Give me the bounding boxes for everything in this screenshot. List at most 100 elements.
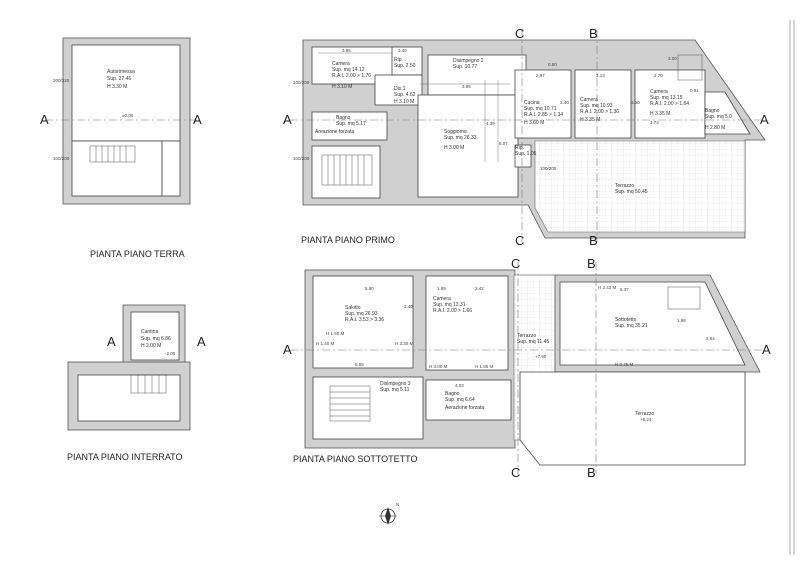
room-stair-hall <box>71 140 163 197</box>
room-bagno <box>311 111 388 141</box>
plan-label: Sup. 1.05 <box>515 151 537 157</box>
plan-label: Sup. 4.62 <box>394 92 416 98</box>
plan-label: Sup. mq 5.11 <box>380 387 410 393</box>
plan-label: 4.39 <box>486 121 495 126</box>
plan-label: Sup. mq 50.45 <box>615 189 648 195</box>
room-area: Sup. mq 6.86 <box>141 336 171 342</box>
plan-label: 5.90 <box>365 286 374 291</box>
plan-label: Sup. mq 5.17 <box>336 121 366 127</box>
room-soggiorno <box>417 94 519 198</box>
room-passage <box>161 140 181 197</box>
room-rip <box>391 46 423 76</box>
plan-label: 6.37 <box>620 287 629 292</box>
stair-icon <box>130 374 167 394</box>
plan-label: Sup. mq 11.45 <box>517 339 549 345</box>
plan-label: Bagno <box>336 115 351 121</box>
plan-label: Sottotetto <box>615 317 637 323</box>
plan-label: Aerazione forzata <box>445 405 484 411</box>
plan-label: 3.95 <box>342 48 351 53</box>
plan-label: H 3.35 M <box>580 117 600 123</box>
room-dis1 <box>374 74 423 106</box>
plan-label: Camera <box>433 296 451 302</box>
plan-label: 3.40 <box>560 100 569 105</box>
plan-label: B <box>587 256 596 271</box>
plan-label: 6.07 <box>499 141 508 146</box>
plan-label: C <box>511 256 520 271</box>
room-area: Sup. 27.46 <box>107 76 131 82</box>
plan-graphic <box>667 286 701 310</box>
plan-label: 5.55 <box>355 362 364 367</box>
plan-label: A <box>283 342 292 357</box>
plan-label: H 1.40 M <box>316 341 335 346</box>
plan-label: Sup. mq 6.64 <box>445 397 475 403</box>
plan-piano-interrato: Cantina Sup. mq 6.86 H 2.00 M -2.00 A A … <box>67 304 206 462</box>
plan-title: PIANTA PIANO PRIMO <box>301 235 395 245</box>
terrace-tiles <box>534 140 746 233</box>
plan-piano-terra: Autorimessa Sup. 27.46 H 3.30 M ±0.00 20… <box>40 37 202 259</box>
plan-label: Bagno <box>705 108 720 114</box>
plan-label: Terrazzo <box>635 411 654 417</box>
plan-label: Terrazzo <box>615 183 634 189</box>
plan-label: Sup. 10.77 <box>453 64 477 70</box>
plan-label: 2.97 <box>536 73 545 78</box>
room-terrazzo <box>519 371 746 466</box>
plan-label: R.A.I. 2.00 > 1.66 <box>433 308 472 314</box>
plan-label: H 3.10 M <box>332 84 352 90</box>
plan-label: 2.70 <box>654 73 663 78</box>
plan-label: Sup. mq 14.12 <box>332 67 365 73</box>
plan-graphic <box>130 374 167 394</box>
plan-label: Camera <box>650 89 668 95</box>
room-camera-3 <box>634 69 706 139</box>
plan-graphic <box>89 145 136 163</box>
opening-size: 100/200 <box>53 156 70 161</box>
plan-label: Sup. mq 35.21 <box>615 323 648 329</box>
section-mark-a: A <box>193 112 202 127</box>
room-name: Autorimessa <box>107 69 135 75</box>
room-camera-2 <box>574 69 632 139</box>
room-cantina <box>130 311 180 361</box>
plan-piano-sottotetto: Salotto Sup. mq 26.93 R.A.I. 3.53 > 3.36… <box>283 256 771 480</box>
plan-label: Sup. mq 13.31 <box>433 302 466 308</box>
plan-label: +7.60 <box>535 354 547 359</box>
section-mark-a: A <box>107 334 116 349</box>
plan-label: Camera <box>580 97 598 103</box>
room-name: Cantina <box>141 329 158 335</box>
plan-label: 100/200 <box>293 80 310 85</box>
room-height: H 2.00 M <box>141 343 161 349</box>
plan-title: PIANTA PIANO TERRA <box>90 249 185 259</box>
room-salotto <box>312 275 414 369</box>
plan-label: Cucina <box>524 100 540 106</box>
plan-label: Disimpegno 2 <box>453 58 484 64</box>
plan-label: 2.64 <box>706 336 715 341</box>
plan-label: H 3.30 M <box>395 341 414 346</box>
plan-label: A <box>283 112 292 127</box>
plan-label: 3.00 <box>668 56 677 61</box>
plan-label: 4.03 <box>455 383 464 388</box>
plan-label: 0.80 <box>548 62 557 67</box>
plan-label: Sup. mq 10.93 <box>580 103 613 109</box>
room-rip-2 <box>514 144 532 168</box>
plan-label: 1.98 <box>677 318 686 323</box>
room-camera <box>425 275 509 371</box>
plan-label: B <box>589 233 598 248</box>
level-mark: -2.00 <box>165 351 176 356</box>
plan-graphic <box>677 54 703 81</box>
plan-graphic <box>321 154 373 186</box>
room-bagno-2 <box>704 91 751 135</box>
plan-label: R.A.I. 2.85 > 1.34 <box>524 112 563 118</box>
room-autorimessa <box>71 44 181 142</box>
plan-label: H 3.35 M <box>650 111 670 117</box>
plan-label: Areazione forzata <box>315 129 354 135</box>
stair-icon <box>321 54 703 186</box>
plan-graphic <box>329 385 371 422</box>
room-disimpegno-3 <box>312 376 424 440</box>
plan-label: H 0.75 M <box>615 362 634 367</box>
stair-icon <box>89 145 136 163</box>
plan-label: H 1.95 M <box>475 364 494 369</box>
plan-label: Camera <box>332 61 350 67</box>
plan-label: H 1.50 M <box>326 331 345 336</box>
plan-label: Rip. <box>515 145 524 151</box>
plan-label: A <box>760 112 769 127</box>
